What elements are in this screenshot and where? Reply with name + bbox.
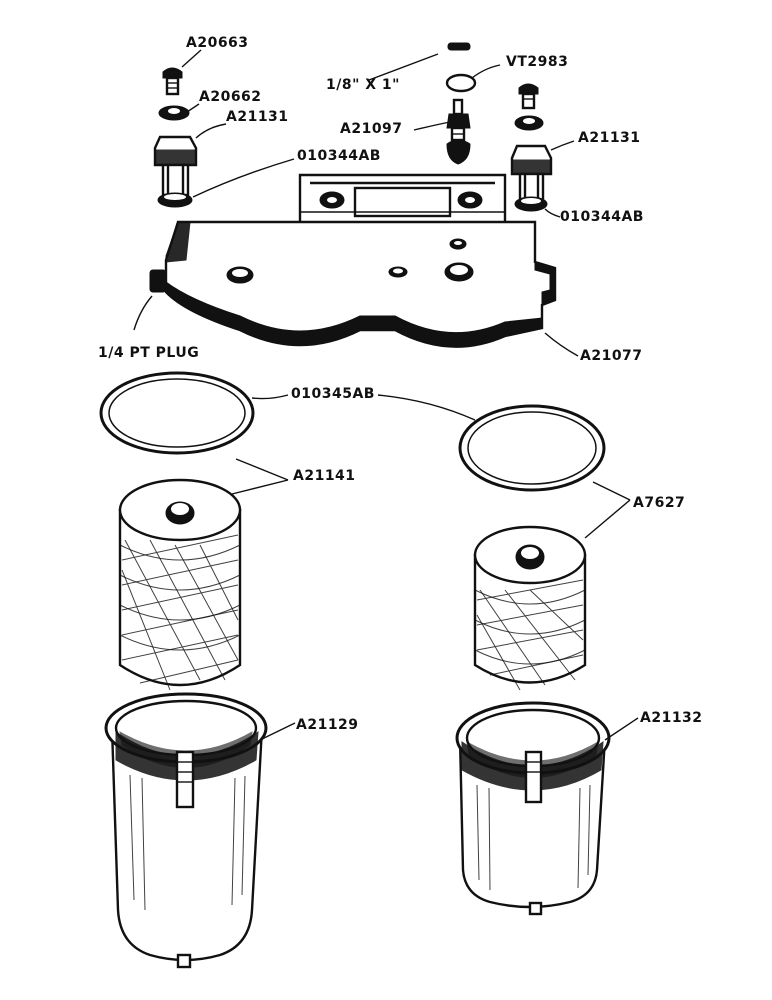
valve-a21097 (446, 98, 471, 165)
label-a21141: A21141 (293, 468, 356, 484)
label-a21129: A21129 (296, 717, 359, 733)
label-a20663: A20663 (186, 35, 249, 51)
label-a21097: A21097 (340, 121, 403, 137)
label-010344ab-left: 010344AB (297, 148, 381, 164)
label-010345ab: 010345AB (291, 386, 375, 402)
pin (447, 42, 471, 51)
label-a20662: A20662 (199, 89, 262, 105)
bowl-small (455, 701, 611, 916)
label-010344ab-right: 010344AB (560, 209, 644, 225)
washer-right (514, 115, 544, 131)
bowl-large (104, 692, 268, 969)
label-vt2983: VT2983 (506, 54, 568, 70)
label-a21131-left: A21131 (226, 109, 289, 125)
filter-element-small (473, 525, 587, 691)
screw-right (518, 83, 539, 110)
label-a21132: A21132 (640, 710, 703, 726)
washer-left (158, 105, 190, 121)
gasket-right (458, 404, 606, 492)
leader-lines (133, 49, 639, 741)
stud-nut-right (510, 144, 553, 212)
screw-left (162, 67, 183, 96)
label-pin: 1/8" X 1" (326, 77, 400, 93)
label-a21131-right: A21131 (578, 130, 641, 146)
filter-element-large (118, 478, 242, 691)
ring-vt2983 (445, 73, 477, 93)
label-a7627: A7627 (633, 495, 685, 511)
stud-nut-left (153, 135, 198, 208)
label-a21077: A21077 (580, 348, 643, 364)
label-pipe-plug: 1/4 PT PLUG (98, 345, 199, 361)
filter-head (149, 173, 557, 348)
gasket-left (99, 371, 255, 455)
